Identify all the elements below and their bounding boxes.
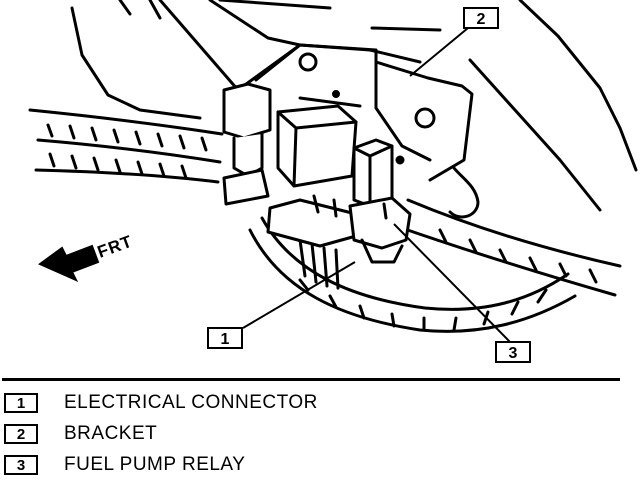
front-direction-arrow: FRT: [38, 232, 135, 283]
relay-group: [266, 104, 358, 248]
legend-number-box: 2: [4, 424, 38, 444]
leader-line-2: [409, 27, 469, 77]
legend-number-box: 3: [4, 455, 38, 475]
legend-item-fuel-pump-relay: 3 FUEL PUMP RELAY: [4, 452, 245, 478]
fuel-pump-relay: [348, 138, 412, 264]
legend-divider: [2, 378, 620, 381]
legend-item-bracket: 2 BRACKET: [4, 421, 157, 447]
callout-3: 3: [495, 341, 531, 363]
leader-line-1: [242, 261, 356, 329]
leader-line-3: [393, 223, 511, 343]
legend-number-box: 1: [4, 393, 38, 413]
legend-item-electrical-connector: 1 ELECTRICAL CONNECTOR: [4, 390, 318, 416]
legend-label: ELECTRICAL CONNECTOR: [64, 392, 318, 413]
electrical-connector: [222, 82, 272, 206]
callout-1-number: 1: [221, 331, 230, 348]
callout-1: 1: [207, 327, 243, 349]
front-direction-label: FRT: [95, 232, 135, 262]
wiring-harness: [28, 108, 622, 333]
callout-2-number: 2: [477, 11, 486, 28]
callout-3-number: 3: [509, 345, 518, 362]
arrow-left-icon: [38, 244, 100, 283]
callout-2: 2: [463, 7, 499, 29]
relay-installation-diagram: 1 2 3 FRT: [28, 0, 638, 363]
legend-label: FUEL PUMP RELAY: [64, 454, 246, 475]
legend-label: BRACKET: [64, 423, 158, 444]
